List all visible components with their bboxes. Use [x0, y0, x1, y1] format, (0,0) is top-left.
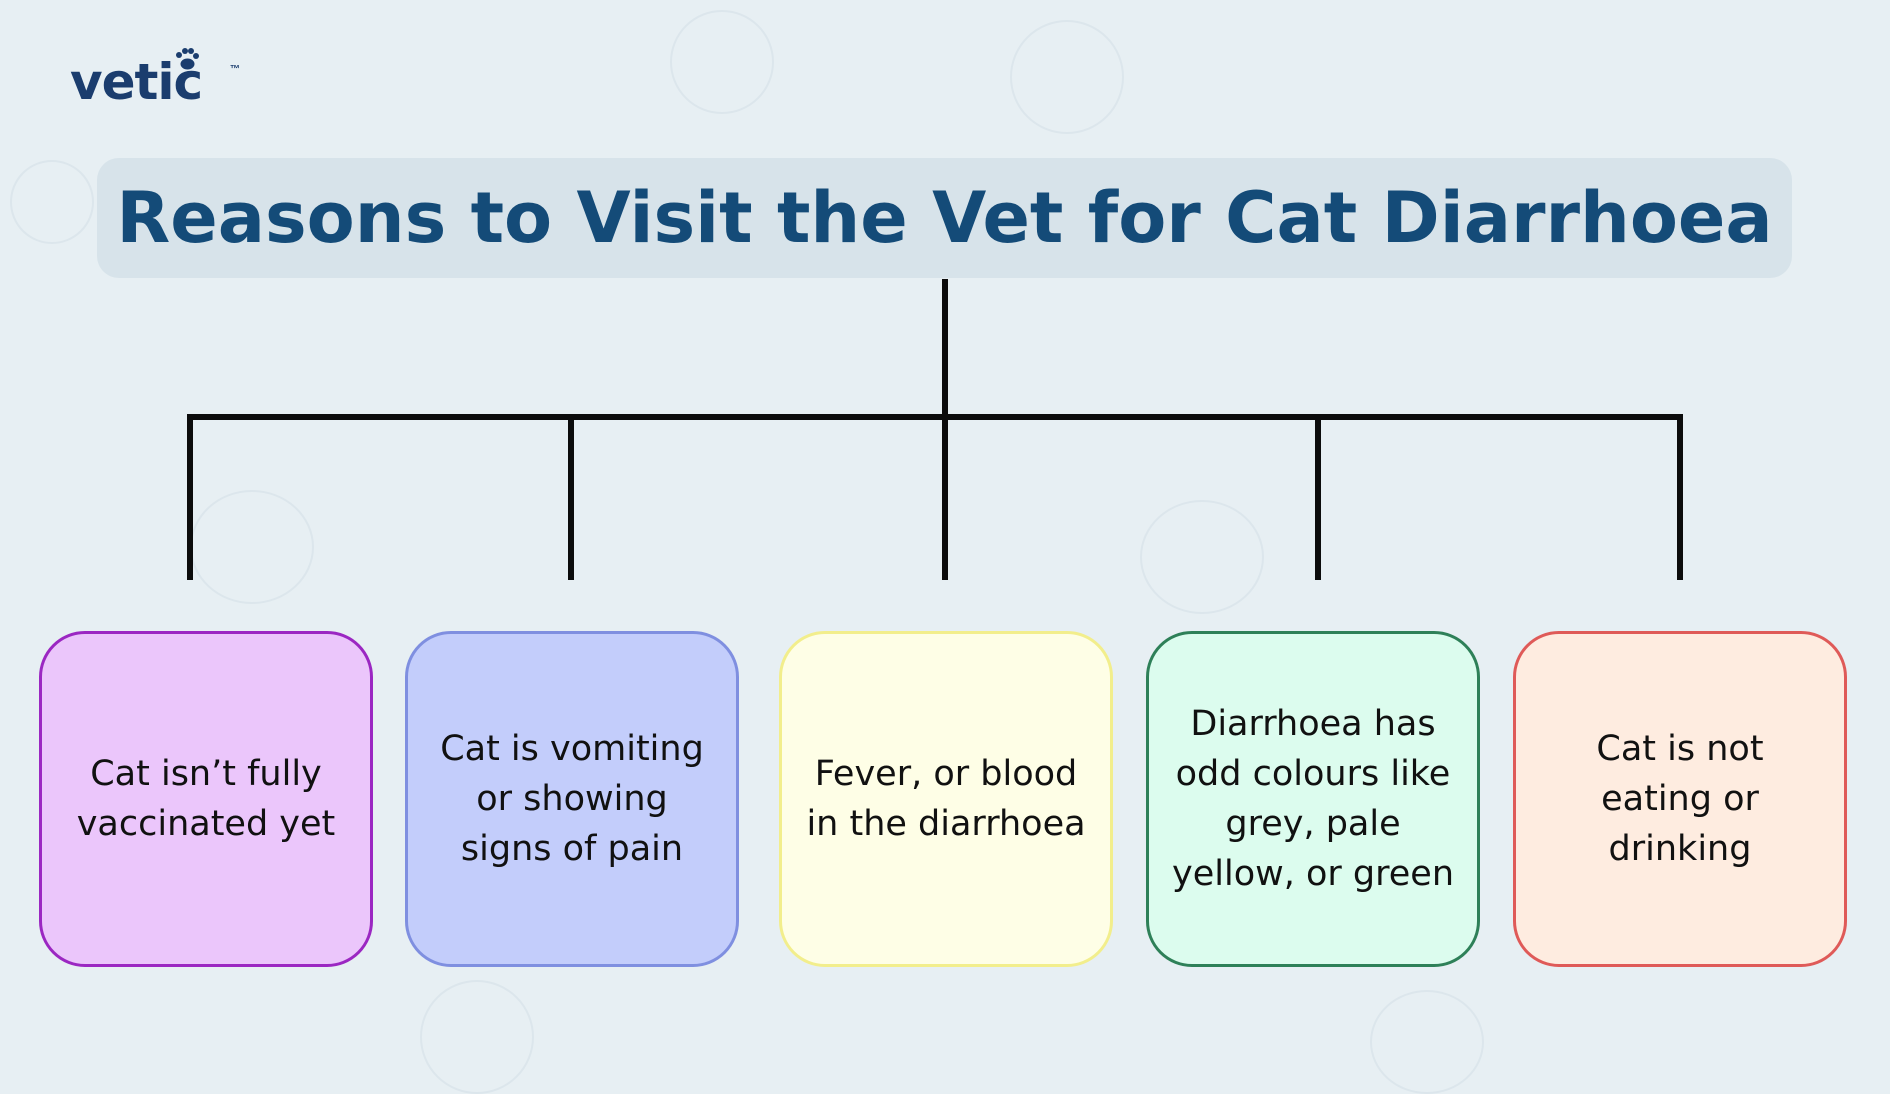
reason-box-vaccination: Cat isn’t fully vaccinated yet: [39, 631, 373, 967]
reason-box-odd-colours: Diarrhoea has odd colours like grey, pal…: [1146, 631, 1480, 967]
background-doodle: [1370, 990, 1484, 1094]
vetic-logo[interactable]: vetic ™: [70, 48, 240, 112]
background-doodle: [1010, 20, 1124, 134]
reason-box-fever-blood: Fever, or blood in the diarrhoea: [779, 631, 1113, 967]
title-banner: Reasons to Visit the Vet for Cat Diarrho…: [97, 158, 1792, 278]
connector-drop-5: [1677, 414, 1683, 580]
connector-drop-3: [942, 414, 948, 580]
background-doodle: [420, 980, 534, 1094]
reason-text: Cat is vomiting or showing signs of pain: [440, 729, 704, 869]
reason-box-not-eating: Cat is not eating or drinking: [1513, 631, 1847, 967]
connector-horizontal: [187, 414, 1683, 420]
background-doodle: [10, 160, 94, 244]
reason-text: Cat isn’t fully vaccinated yet: [76, 754, 336, 844]
reason-box-vomiting: Cat is vomiting or showing signs of pain: [405, 631, 739, 967]
connector-trunk: [942, 279, 948, 417]
connector-drop-2: [568, 414, 574, 580]
reason-text: Fever, or blood in the diarrhoea: [806, 754, 1086, 844]
background-doodle: [1140, 500, 1264, 614]
connector-drop-4: [1315, 414, 1321, 580]
background-doodle: [670, 10, 774, 114]
reason-text: Diarrhoea has odd colours like grey, pal…: [1172, 704, 1454, 894]
page-title: Reasons to Visit the Vet for Cat Diarrho…: [116, 177, 1773, 259]
reason-text: Cat is not eating or drinking: [1596, 729, 1764, 869]
connector-drop-1: [187, 414, 193, 580]
background-doodle: [190, 490, 314, 604]
paw-icon: [176, 48, 199, 70]
trademark-symbol: ™: [230, 64, 240, 75]
